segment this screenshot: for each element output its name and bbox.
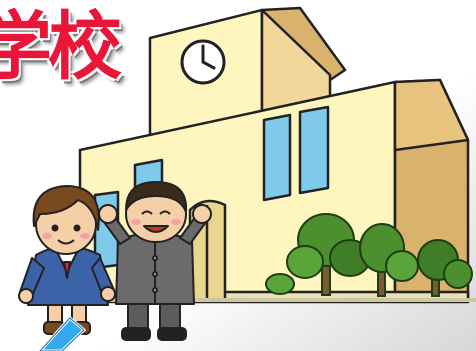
arrow-icon <box>37 315 87 351</box>
ground-line <box>60 298 476 302</box>
girl-student-icon <box>18 185 116 335</box>
boy-student-icon <box>98 181 212 341</box>
trees-icon <box>265 213 473 297</box>
page-title: 学校 <box>0 4 122 90</box>
wall-clock-icon <box>180 39 226 85</box>
